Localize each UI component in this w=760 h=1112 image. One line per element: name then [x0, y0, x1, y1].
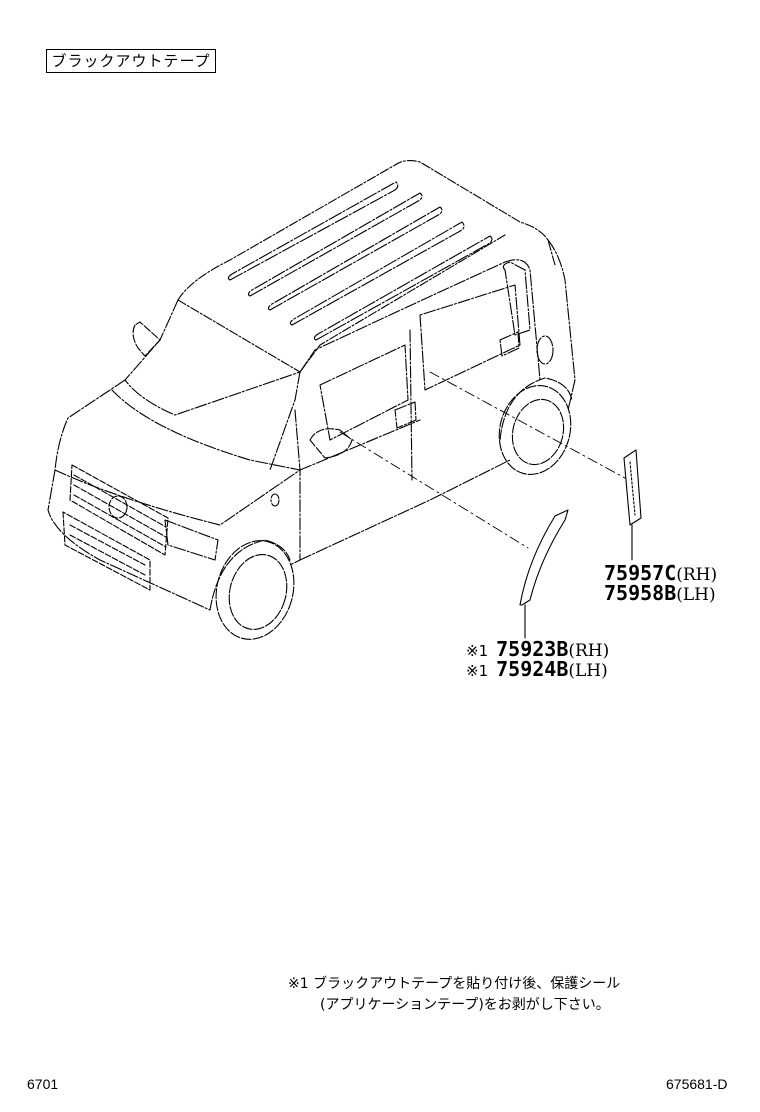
- car-front: [47, 299, 301, 611]
- footnote-line-1: ※1 ブラックアウトテープを貼り付け後、保護シール: [288, 976, 621, 992]
- leader-lines: [339, 371, 626, 549]
- footnote-mark: ※1: [466, 642, 489, 660]
- footnote: ※1 ブラックアウトテープを貼り付け後、保護シール (アプリケーションテープ)を…: [288, 974, 620, 1016]
- front-wheel: [209, 539, 295, 640]
- car-roof: [177, 159, 556, 373]
- car-grille: [62, 464, 169, 591]
- part-number: 75958B: [604, 581, 677, 605]
- part-number: 75957C: [604, 561, 677, 585]
- part-front-pillar-tape: [519, 509, 569, 639]
- right-mirror: [309, 428, 353, 459]
- footnote-mark: ※1: [466, 662, 489, 680]
- part-rear-pillar-tape: [623, 449, 642, 561]
- section-title-box: ブラックアウトテープ: [46, 49, 216, 73]
- part-number-75957C: 75957C(RH): [604, 562, 717, 586]
- left-mirror: [132, 321, 161, 357]
- right-code: 675681-D: [666, 1076, 728, 1092]
- part-side: (RH): [676, 565, 718, 585]
- roof-ribs: [227, 181, 493, 341]
- part-number: 75924B: [496, 657, 569, 681]
- footnote-line-2: (アプリケーションテープ)をお剥がし下さい。: [320, 997, 610, 1013]
- part-number-75958B: 75958B(LH): [604, 582, 716, 606]
- part-number-75923B: ※1 75923B(RH): [466, 638, 609, 662]
- part-number: 75923B: [496, 637, 569, 661]
- left-code: 6701: [27, 1076, 59, 1092]
- car-side: [270, 239, 576, 566]
- part-number-75924B: ※1 75924B(LH): [466, 658, 608, 682]
- part-side: (RH): [568, 641, 610, 661]
- part-side: (LH): [676, 585, 716, 605]
- part-side: (LH): [568, 661, 608, 681]
- rear-wheel: [498, 377, 573, 475]
